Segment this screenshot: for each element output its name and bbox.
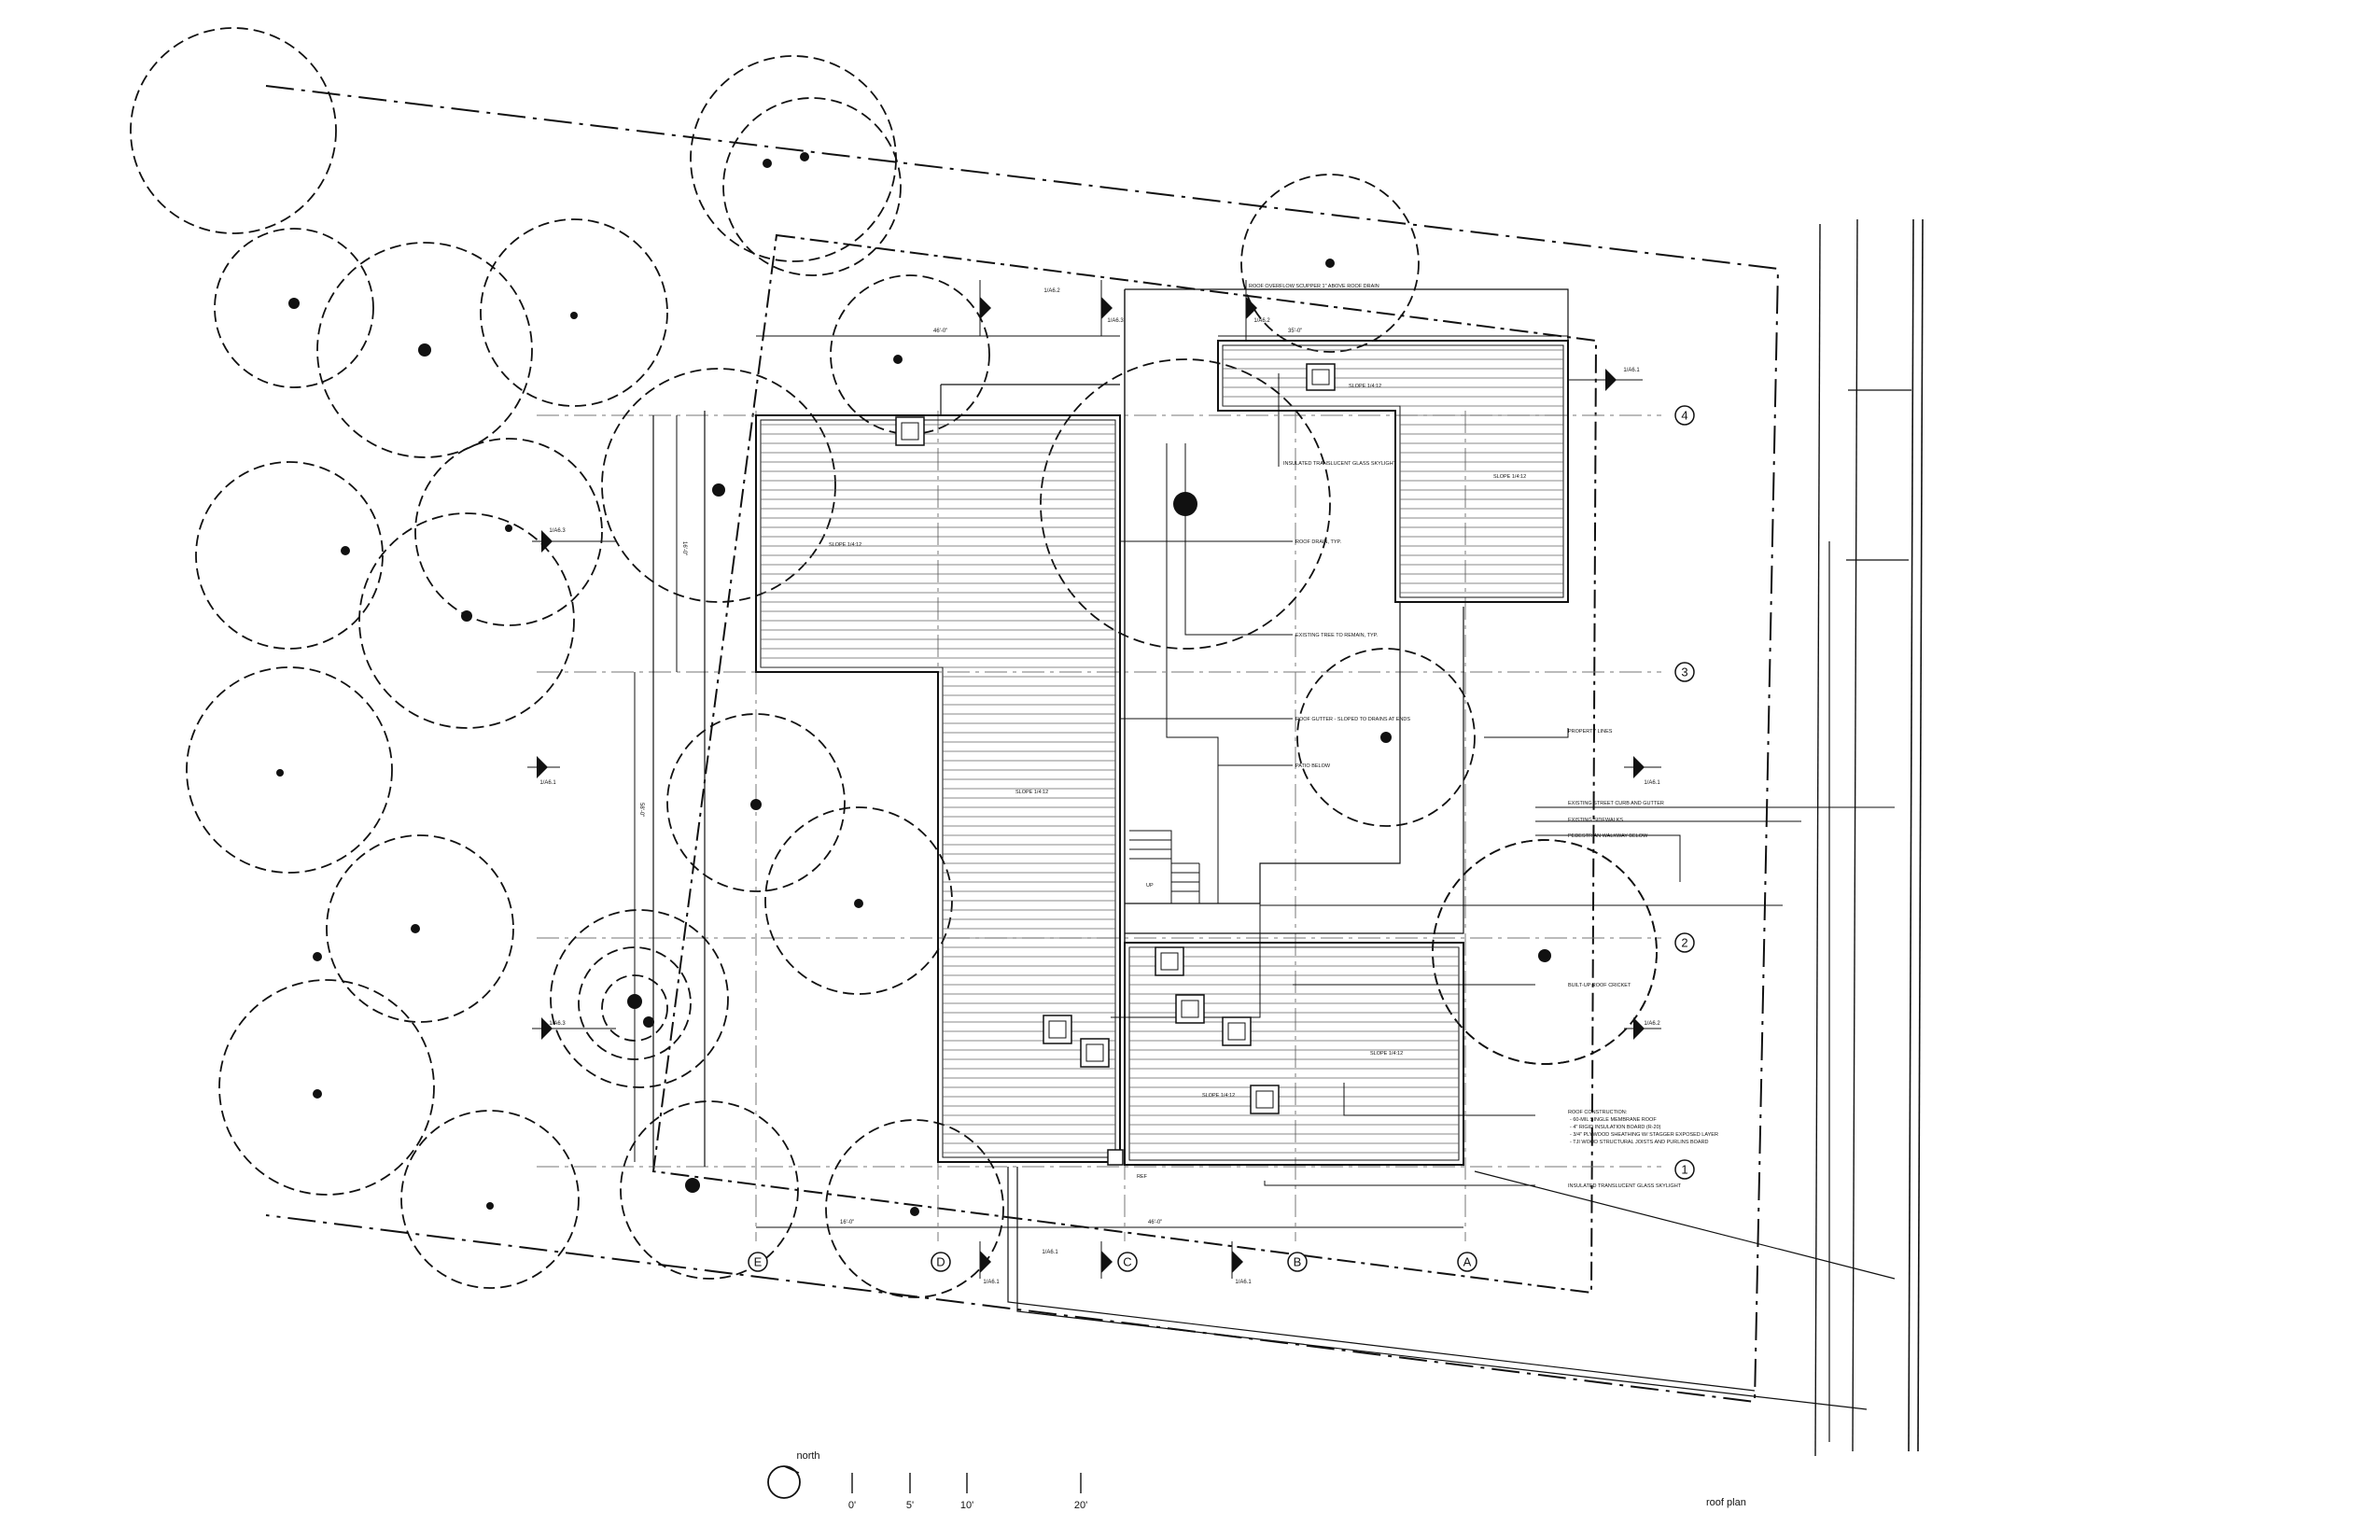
callout-built-up-cricket: BUILT-UP ROOF CRICKET	[1568, 983, 1631, 988]
property-line	[265, 85, 1780, 1404]
leader-line	[1474, 1170, 1896, 1280]
dimension-label: 46'-0"	[1148, 1220, 1162, 1225]
section-marker-label: 1/A6.1	[539, 780, 556, 786]
slope-label: SLOPE 1/4:12	[1493, 474, 1526, 480]
grid-bubble-column: D	[936, 1255, 945, 1269]
slope-label: SLOPE 1/4:12	[1349, 384, 1381, 389]
section-marker-label: 1/A6.3	[549, 528, 566, 534]
callout-roof-construction-line: - 4" RIGID INSULATION BOARD (R-20)	[1570, 1125, 1661, 1130]
roof-hatching	[761, 345, 1563, 1160]
sidewalk-edge	[1846, 389, 1911, 561]
roof-drain-inner	[901, 369, 1330, 1109]
section-marker-label: 1/A6.1	[1644, 780, 1660, 786]
dimension-label: 16'-0"	[681, 541, 687, 555]
grid-bubble-column: B	[1294, 1255, 1302, 1269]
callout-notes: ROOF OVERFLOW SCUPPER 1" ABOVE ROOF DRAI…	[1137, 284, 1718, 1189]
grid-bubble-column: E	[754, 1255, 763, 1269]
ref-label: REF	[1137, 1174, 1148, 1180]
scale-bar-label: 5'	[906, 1500, 914, 1511]
grid-bubble-row: 3	[1681, 665, 1687, 679]
slope-label: SLOPE 1/4:12	[1370, 1051, 1403, 1057]
slope-label: SLOPE 1/4:12	[1202, 1093, 1235, 1099]
slope-labels: SLOPE 1/4:12 SLOPE 1/4:12 SLOPE 1/4:12 S…	[829, 384, 1526, 1099]
grid-bubble-column: A	[1463, 1255, 1472, 1269]
scale-bar-label: 20'	[1074, 1500, 1087, 1511]
street-edge	[1917, 218, 1924, 1452]
section-marker-label: 1/A6.1	[983, 1280, 1000, 1285]
callout-pedestrian-walkway: PEDESTRIAN WALKWAY BELOW	[1568, 833, 1648, 839]
driveway-line	[1007, 1167, 1756, 1392]
callout-existing-street-curb: EXISTING STREET CURB AND GUTTER	[1568, 801, 1664, 806]
slope-label: SLOPE 1/4:12	[829, 542, 861, 548]
drawing-title: roof plan	[1706, 1497, 1746, 1508]
callout-insulated-skylight: INSULATED TRANSLUCENT GLASS SKYLIGHT	[1568, 1183, 1682, 1189]
section-marker-label: 1/A6.3	[549, 1021, 566, 1027]
section-marker-label: 1/A6.1	[1623, 368, 1640, 373]
grid-bubbles: 4 3 2 1 E D C B A	[748, 405, 1695, 1272]
stair-up-label: UP	[1146, 883, 1154, 889]
scale-bar-label: 10'	[960, 1500, 973, 1511]
grid-bubble-row: 1	[1681, 1163, 1687, 1177]
section-marker-label: 1/A6.1	[1235, 1280, 1252, 1285]
callout-existing-sidewalks: EXISTING SIDEWALKS	[1568, 818, 1623, 823]
callout-roof-construction-line: - 3/4" PLYWOOD SHEATHING W/ STAGGER EXPO…	[1570, 1132, 1718, 1138]
street-curb-line	[1852, 218, 1858, 1452]
slope-label: SLOPE 1/4:12	[1015, 790, 1048, 795]
callout-roof-drain: ROOF DRAIN, TYP.	[1295, 539, 1341, 545]
scale-bar-label: 0'	[848, 1500, 856, 1511]
callout-roof-construction-title: ROOF CONSTRUCTION:	[1568, 1110, 1628, 1115]
section-marker-labels: 1/A6.2 1/A6.3 1/A6.2 1/A6.1 1/A6.3 1/A6.…	[539, 288, 1660, 1285]
street-curb-line	[1814, 223, 1821, 1457]
callout-roof-construction-line: - TJI WOOD STRUCTURAL JOISTS AND PURLINS…	[1570, 1140, 1709, 1145]
street-edge	[1908, 218, 1914, 1452]
section-lines	[527, 280, 1661, 1279]
north-label: north	[796, 1450, 819, 1462]
stair	[1129, 830, 1200, 903]
callout-insulated-skylight: INSULATED TRANSLUCENT GLASS SKYLIGHT	[1283, 461, 1397, 467]
section-marker-label: 1/A6.2	[1644, 1021, 1660, 1027]
callout-leaders	[1111, 289, 1895, 1186]
callout-existing-tree: EXISTING TREE TO REMAIN, TYP.	[1295, 633, 1379, 638]
dimension-label: 46'-0"	[933, 329, 947, 334]
setback-line	[651, 233, 1598, 1295]
driveway-line	[1016, 1167, 1868, 1410]
section-marker-label: 1/A6.2	[1043, 288, 1060, 294]
section-marker-label: 1/A6.2	[1253, 318, 1270, 324]
tree-trunks	[276, 152, 1551, 1216]
grid-bubble-row: 4	[1681, 409, 1687, 423]
dimension-labels: 46'-0" 35'-0" 16'-0" 58'-0" 16'-0" 46'-0…	[638, 329, 1302, 1225]
roof-drains	[895, 363, 1336, 1166]
dimension-lines	[634, 335, 1568, 1228]
section-marker-label: 1/A6.3	[1107, 318, 1124, 324]
scale-bar: 0' 5' 10' 20'	[848, 1473, 1087, 1511]
callout-roof-overflow: ROOF OVERFLOW SCUPPER 1" ABOVE ROOF DRAI…	[1249, 284, 1379, 289]
north-arrow: north	[767, 1450, 820, 1499]
dimension-label: 35'-0"	[1288, 329, 1302, 334]
grid-bubble-row: 2	[1681, 936, 1687, 950]
callout-patio-below: PATIO BELOW	[1295, 763, 1331, 769]
grid-bubble-column: C	[1123, 1255, 1131, 1269]
callout-property-lines: PROPERTY LINES	[1568, 729, 1613, 735]
callout-roof-gutter: ROOF GUTTER - SLOPED TO DRAINS AT ENDS	[1295, 717, 1410, 722]
callout-roof-construction-line: - 60-MIL SINGLE MEMBRANE ROOF	[1570, 1117, 1657, 1123]
dimension-label: 58'-0"	[638, 803, 644, 817]
dimension-label: 16'-0"	[840, 1220, 854, 1225]
section-marker-label: 1/A6.1	[1042, 1250, 1058, 1255]
